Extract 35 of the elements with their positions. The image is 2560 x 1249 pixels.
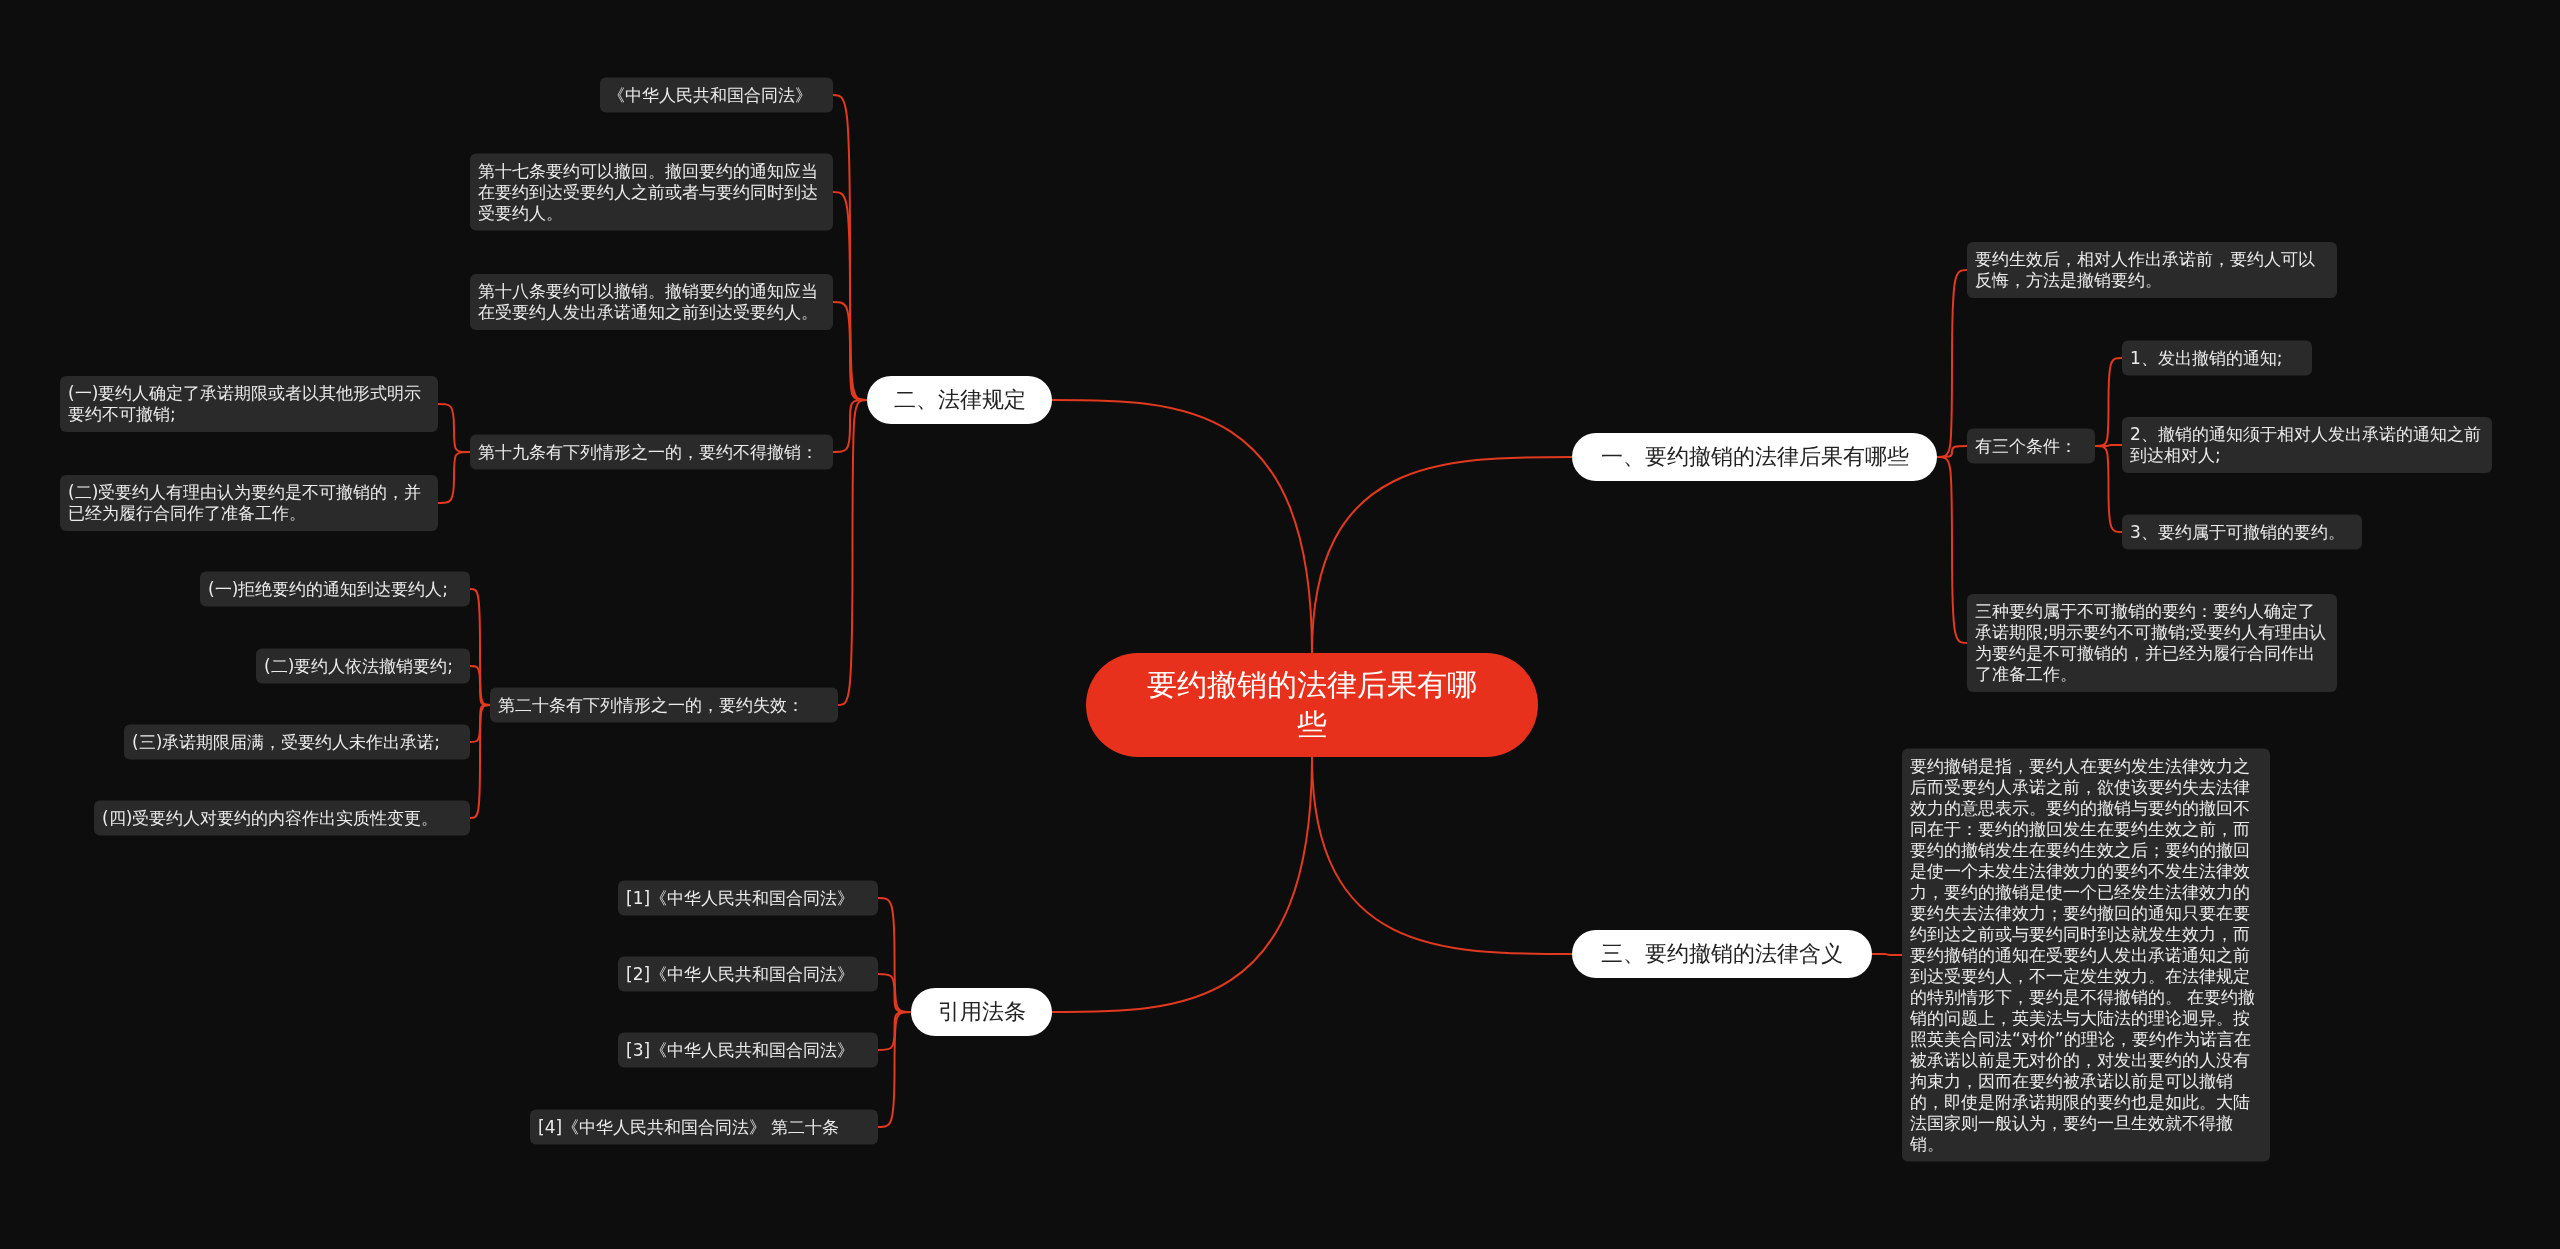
connector-line (437, 451, 471, 504)
note-card: (一)拒绝要约的通知到达要约人; (200, 571, 470, 607)
topic-pill: 三、要约撤销的法律含义 (1572, 930, 1872, 978)
connector-line (1871, 953, 1903, 956)
note-card: (一)要约人确定了承诺期限或者以其他形式明示要约不可撤销; (60, 376, 438, 432)
note-card: 《中华人民共和国合同法》 (600, 77, 833, 113)
note-card: [1]《中华人民共和国合同法》 (618, 880, 878, 916)
note-card: 第十八条要约可以撤销。撤销要约的通知应当在受要约人发出承诺通知之前到达受要约人。 (470, 274, 833, 330)
note-card: 第十九条有下列情形之一的，要约不得撤销： (470, 434, 833, 470)
note-card: (二)要约人依法撤销要约; (256, 648, 470, 684)
topic-pill: 二、法律规定 (867, 376, 1052, 424)
note-card: 要约生效后，相对人作出承诺前，要约人可以反悔，方法是撤销要约。 (1967, 242, 2337, 298)
note-card: 三种要约属于不可撤销的要约：要约人确定了承诺期限;明示要约不可撤销;受要约人有理由认为要约是不可撤销的，并已经为履行合同作出了准备工作。 (1967, 594, 2337, 692)
note-card: 第二十条有下列情形之一的，要约失效： (490, 687, 838, 723)
central-topic: 要约撤销的法律后果有哪些 (1086, 653, 1538, 757)
connector-line (469, 704, 491, 819)
note-card: (三)承诺期限届满，受要约人未作出承诺; (124, 724, 470, 760)
note-card: [3]《中华人民共和国合同法》 (618, 1032, 878, 1068)
note-card: 第十七条要约可以撤回。撤回要约的通知应当在要约到达受要约人之前或者与要约同时到达受要约人。 (470, 153, 833, 231)
note-card: 2、撤销的通知须于相对人发出承诺的通知之前到达相对人; (2122, 417, 2492, 473)
connector-line (2094, 445, 2123, 533)
note-card: (四)受要约人对要约的内容作出实质性变更。 (94, 800, 470, 836)
topic-pill: 引用法条 (911, 988, 1052, 1036)
connector-line (1936, 456, 1968, 644)
connector-line (1051, 399, 1313, 654)
connector-line (837, 399, 868, 706)
note-card: [2]《中华人民共和国合同法》 (618, 956, 878, 992)
note-card: 3、要约属于可撤销的要约。 (2122, 514, 2362, 550)
note-card: [4]《中华人民共和国合同法》 第二十条 (530, 1109, 878, 1145)
note-card: 有三个条件： (1967, 428, 2095, 464)
topic-pill: 一、要约撤销的法律后果有哪些 (1572, 433, 1937, 481)
connector-line (877, 1011, 912, 1128)
note-card: 1、发出撤销的通知; (2122, 340, 2312, 376)
note-card: (二)受要约人有理由认为要约是不可撤销的，并已经为履行合同作了准备工作。 (60, 475, 438, 531)
note-card: 要约撤销是指，要约人在要约发生法律效力之后而受要约人承诺之前，欲使该要约失去法律效力的意思表示。要约的撤销与要约的撤回不同在于：要约的撤回发生在要约生效之前，而要约的撤销发生在要约生效之后；要约的撤回是使一个未发生法律效力的要约不发生法律效力，要约的撤销是使一个已经发生法律效力的要约失去法律效力；要约撤回的通知只要在要约到达之前或与要约同时到达就发生效力，而要约撤销的通知在受要约人发出承诺通知之前到达受要约人，不一定发生效力。在法律规定的特别情形下，要约是不得撤销的。 在要约撤销的问题上，英美法与大陆法的理论迥异。按照英美合同法“对价”的理论，要约作为诺言在被承诺以前是无对价的，对发出要约的人没有拘束力，因而在要约被承诺以前是可以撤销的，即使是附承诺期限的要约也是如此。大陆法国家则一般认为，要约一旦生效就不得撤销。 (1902, 748, 2270, 1162)
